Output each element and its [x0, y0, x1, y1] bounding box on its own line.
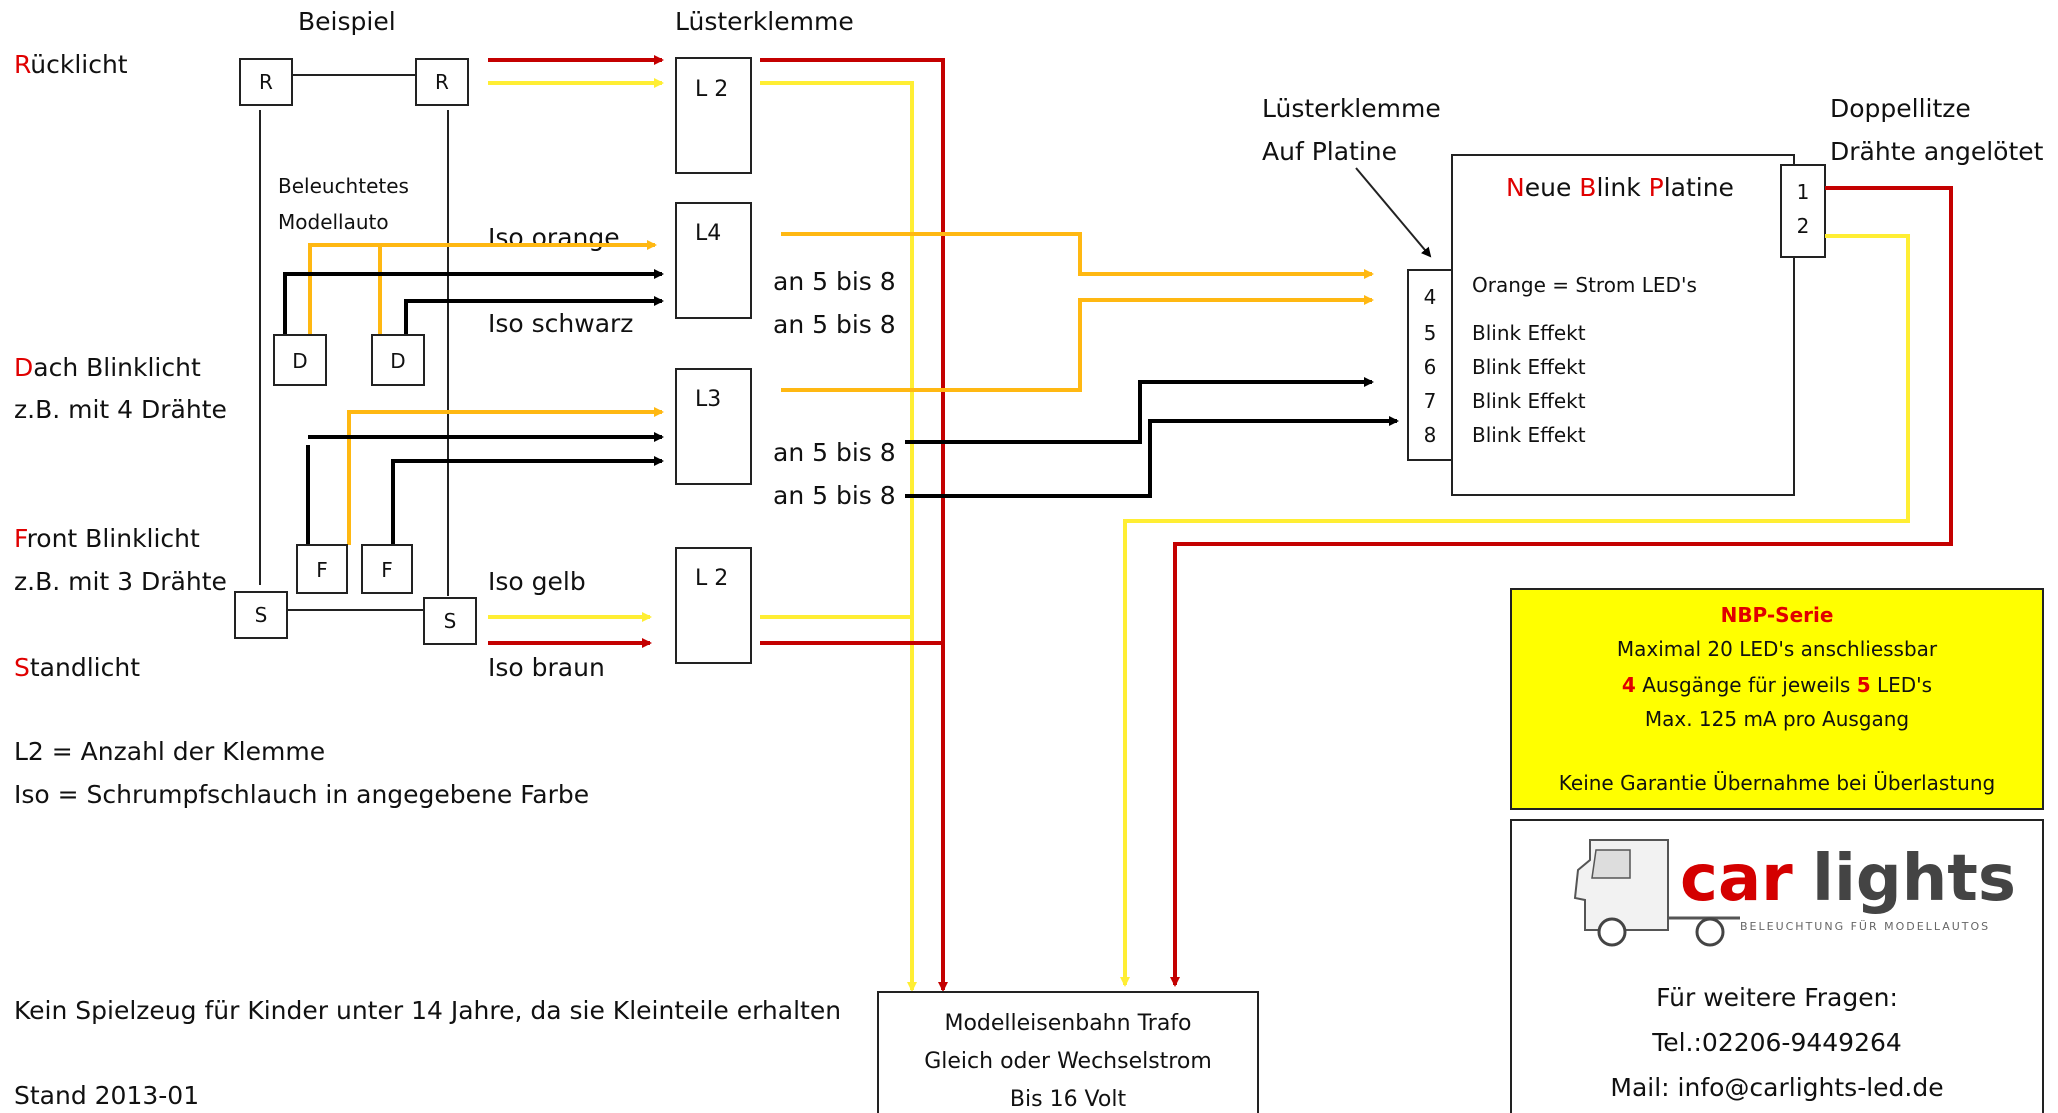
- header-terminal: Lüsterklemme: [675, 7, 854, 36]
- version-text: Stand 2013-01: [14, 1081, 199, 1110]
- component-front-left: [296, 544, 348, 594]
- info-series: NBP-Serie: [1721, 603, 1834, 627]
- wire-label-iso-brown: Iso braun: [488, 653, 605, 682]
- component-roof-right: [371, 334, 425, 386]
- legend-iso: Iso = Schrumpfschlauch in angegebene Far…: [14, 780, 589, 809]
- wire-label-l4-b: an 5 bis 8: [773, 310, 896, 339]
- board-pin-strip-left: [1407, 269, 1453, 461]
- wire-orange-to-board-2: [781, 295, 1374, 392]
- wire-roof-orange-loop: [308, 243, 382, 335]
- component-park-right: [423, 597, 477, 645]
- label-front-light: Front Blinklicht: [14, 524, 200, 553]
- wire-rear-yellow-trunk: [760, 81, 917, 992]
- label-rear-light: Rücklicht: [14, 50, 128, 79]
- terminal-l2-bottom: [675, 547, 752, 664]
- board-pin-7: 7: [1424, 389, 1437, 413]
- component-rear-right-label: R: [435, 70, 449, 94]
- terminal-l2-top-label: L 2: [695, 77, 728, 102]
- brand-car: car: [1680, 842, 1793, 916]
- truck-logo-icon: [1573, 839, 1740, 947]
- label-parking-light: Standlicht: [14, 653, 140, 682]
- info-box: [1510, 588, 2044, 810]
- component-roof-left-label: D: [292, 349, 307, 373]
- info-current: Max. 125 mA pro Ausgang: [1645, 707, 1909, 731]
- blink-board: [1451, 154, 1795, 496]
- info-guarantee: Keine Garantie Übernahme bei Überlastung: [1559, 771, 1995, 795]
- terminal-l2-bottom-label: L 2: [695, 566, 728, 591]
- wire-front-black-2: [391, 456, 664, 545]
- label-roof-light-sub: z.B. mit 4 Drähte: [14, 395, 227, 424]
- terminal-l3: [675, 368, 752, 485]
- board-pin-label-8: Blink Effekt: [1472, 423, 1586, 447]
- header-example: Beispiel: [298, 7, 396, 36]
- board-pin-5: 5: [1424, 321, 1437, 345]
- contact-mail: Mail: info@carlights-led.de: [1610, 1073, 1943, 1102]
- info-max: Maximal 20 LED's anschliessbar: [1617, 637, 1938, 661]
- board-pin-label-5: Blink Effekt: [1472, 321, 1586, 345]
- terminal-l3-label: L3: [695, 387, 721, 412]
- terminal-l4: [675, 202, 752, 319]
- board-pin-label-7: Blink Effekt: [1472, 389, 1586, 413]
- wire-roof-black-1: [283, 269, 664, 335]
- wire-label-iso-orange: Iso orange: [488, 223, 620, 252]
- brand-lights: lights: [1812, 842, 2016, 916]
- board-pin-8: 8: [1424, 423, 1437, 447]
- component-rear-left: [239, 58, 293, 106]
- component-rear-right: [415, 58, 469, 106]
- component-rear-left-label: R: [259, 70, 273, 94]
- contact-questions: Für weitere Fragen:: [1656, 983, 1898, 1012]
- trafo-box: [877, 991, 1259, 1113]
- component-front-right: [361, 544, 413, 594]
- wire-rear-red-trunk: [760, 58, 948, 992]
- header-terminal-board-1: Lüsterklemme: [1262, 94, 1441, 123]
- wire-label-iso-black: Iso schwarz: [488, 309, 633, 338]
- component-front-left-label: F: [316, 558, 328, 582]
- wire-label-l3-a: an 5 bis 8: [773, 438, 896, 467]
- car-label-1: Beleuchtetes: [278, 174, 409, 198]
- info-outputs: 4 Ausgänge für jeweils 5 LED's: [1622, 673, 1932, 697]
- pointer-arrow: [1355, 167, 1432, 258]
- wire-front-orange-in: [347, 407, 664, 545]
- component-roof-left: [273, 334, 327, 386]
- board-pin-6: 6: [1424, 355, 1437, 379]
- car-label-2: Modellauto: [278, 210, 389, 234]
- label-front-light-sub: z.B. mit 3 Drähte: [14, 567, 227, 596]
- wire-black-to-pin8: [905, 416, 1399, 498]
- component-park-left: [234, 591, 288, 639]
- board-pin-1: 1: [1797, 180, 1810, 204]
- component-park-left-label: S: [255, 603, 268, 627]
- brand-tagline: BELEUCHTUNG FÜR MODELLAUTOS: [1740, 920, 1990, 933]
- header-stranded-2: Drähte angelötet: [1830, 137, 2044, 166]
- board-pin-strip-right: [1780, 164, 1826, 258]
- board-title: Neue Blink Platine: [1506, 173, 1734, 202]
- legend-l2: L2 = Anzahl der Klemme: [14, 737, 325, 766]
- board-pin-2: 2: [1797, 214, 1810, 238]
- wire-roof-black-2: [404, 296, 664, 335]
- wire-board-yellow-return: [1120, 234, 1910, 987]
- component-roof-right-label: D: [390, 349, 405, 373]
- wire-label-l4-a: an 5 bis 8: [773, 267, 896, 296]
- header-terminal-board-2: Auf Platine: [1262, 137, 1397, 166]
- component-front-right-label: F: [381, 558, 393, 582]
- header-stranded-1: Doppellitze: [1830, 94, 1971, 123]
- wire-board-red-return: [1170, 186, 1953, 987]
- board-pin-4: 4: [1424, 285, 1437, 309]
- wire-label-l3-b: an 5 bis 8: [773, 481, 896, 510]
- wire-label-iso-yellow: Iso gelb: [488, 567, 586, 596]
- label-roof-light: Dach Blinklicht: [14, 353, 201, 382]
- terminal-l2-top: [675, 57, 752, 174]
- warning-text: Kein Spielzeug für Kinder unter 14 Jahre…: [14, 996, 841, 1025]
- contact-tel: Tel.:02206-9449264: [1651, 1028, 1902, 1057]
- trafo-line-3: Bis 16 Volt: [1010, 1087, 1127, 1112]
- wire-orange-to-board-1: [781, 232, 1374, 279]
- trafo-line-2: Gleich oder Wechselstrom: [924, 1049, 1212, 1074]
- terminal-l4-label: L4: [695, 221, 721, 246]
- board-pin-label-6: Blink Effekt: [1472, 355, 1586, 379]
- component-park-right-label: S: [444, 609, 457, 633]
- trafo-line-1: Modelleisenbahn Trafo: [944, 1011, 1191, 1036]
- board-pin-label-4: Orange = Strom LED's: [1472, 273, 1697, 297]
- wire-black-to-pin7: [905, 377, 1374, 444]
